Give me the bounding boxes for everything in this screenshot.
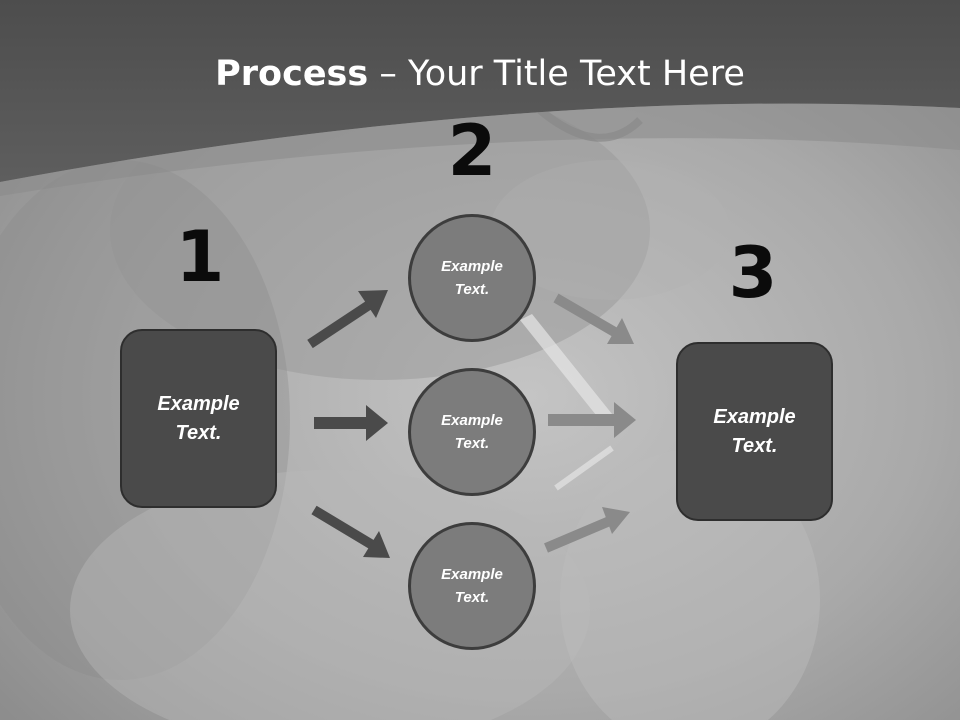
title-rest: – Your Title Text Here xyxy=(368,54,745,94)
circle-3: Example Text. xyxy=(408,522,536,650)
arrow-to-circle-2 xyxy=(314,405,388,441)
slide-title: Process – Your Title Text Here xyxy=(0,52,960,96)
arrow-from-circle-2 xyxy=(548,402,636,438)
right-box-label: Example Text. xyxy=(713,405,796,457)
arrow-from-circle-1 xyxy=(553,293,634,344)
step-number-2: 2 xyxy=(447,110,497,192)
arrow-to-circle-1 xyxy=(307,290,388,349)
circle-2-label: Example Text. xyxy=(441,412,503,452)
circle-3-label: Example Text. xyxy=(441,566,503,606)
step-number-1: 1 xyxy=(175,216,225,298)
arrow-from-circle-3 xyxy=(544,507,630,553)
circle-2: Example Text. xyxy=(408,368,536,496)
circle-1: Example Text. xyxy=(408,214,536,342)
left-box: Example Text. xyxy=(120,329,277,508)
right-box: Example Text. xyxy=(676,342,833,521)
arrow-to-circle-3 xyxy=(311,505,390,558)
step-number-3: 3 xyxy=(728,232,778,314)
left-box-label: Example Text. xyxy=(157,392,240,444)
circle-1-label: Example Text. xyxy=(441,258,503,298)
title-bold: Process xyxy=(215,54,369,94)
